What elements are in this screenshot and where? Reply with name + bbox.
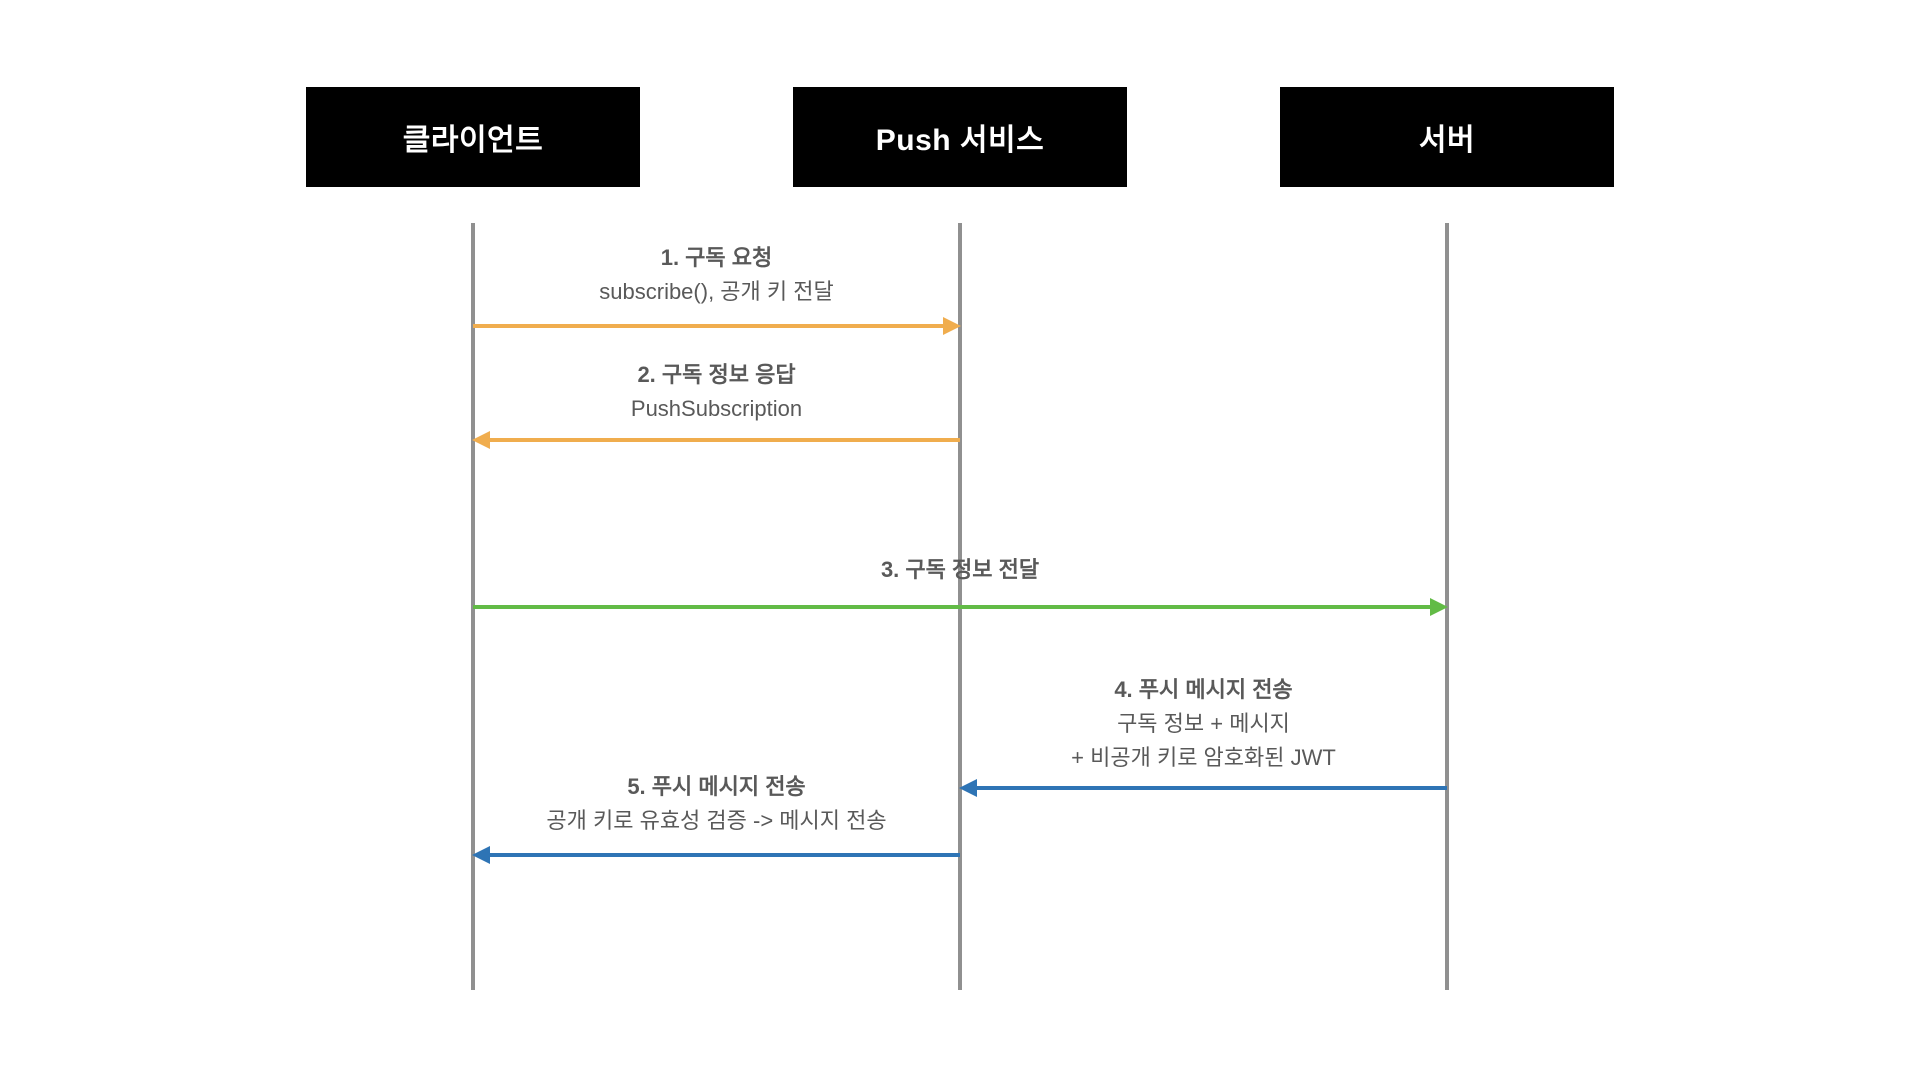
actor-box-push-service: Push 서비스 (793, 87, 1127, 187)
message-4-title: 4. 푸시 메시지 전송 (1114, 677, 1293, 702)
message-1-arrow-shaft (473, 324, 952, 328)
message-5-arrow-shaft (481, 853, 960, 857)
message-5-label: 5. 푸시 메시지 전송 공개 키로 유효성 검증 -> 메시지 전송 (473, 770, 960, 838)
message-5-arrowhead-icon (472, 846, 490, 864)
message-1-detail: subscribe(), 공개 키 전달 (599, 279, 834, 304)
message-4-label: 4. 푸시 메시지 전송 구독 정보 + 메시지 + 비공개 키로 암호화된 J… (960, 673, 1447, 775)
actor-label-server: 서버 (1418, 124, 1476, 157)
message-5-detail: 공개 키로 유효성 검증 -> 메시지 전송 (546, 808, 887, 833)
message-2-detail: PushSubscription (630, 396, 803, 421)
actor-box-client: 클라이언트 (306, 87, 640, 187)
message-5-title: 5. 푸시 메시지 전송 (627, 774, 806, 799)
message-4-arrowhead-icon (959, 779, 977, 797)
message-4-detail: 구독 정보 + 메시지 (1117, 711, 1290, 736)
message-3-title: 3. 구독 정보 전달 (880, 557, 1040, 582)
actor-label-push-service: Push 서비스 (875, 124, 1045, 157)
message-3-label: 3. 구독 정보 전달 (473, 553, 1447, 587)
message-4-detail2: + 비공개 키로 암호화된 JWT (1071, 745, 1336, 770)
actor-box-server: 서버 (1280, 87, 1614, 187)
message-1-title: 1. 구독 요청 (660, 245, 773, 270)
message-3-arrow-shaft (473, 605, 1439, 609)
message-2-arrow-shaft (481, 438, 960, 442)
message-2-arrowhead-icon (472, 431, 490, 449)
message-1-arrowhead-icon (943, 317, 961, 335)
message-3-arrowhead-icon (1430, 598, 1448, 616)
message-4-arrow-shaft (968, 786, 1447, 790)
message-1-label: 1. 구독 요청 subscribe(), 공개 키 전달 (473, 241, 960, 309)
message-2-title: 2. 구독 정보 응답 (637, 362, 796, 387)
message-2-label: 2. 구독 정보 응답 PushSubscription (473, 358, 960, 426)
actor-label-client: 클라이언트 (402, 124, 544, 157)
